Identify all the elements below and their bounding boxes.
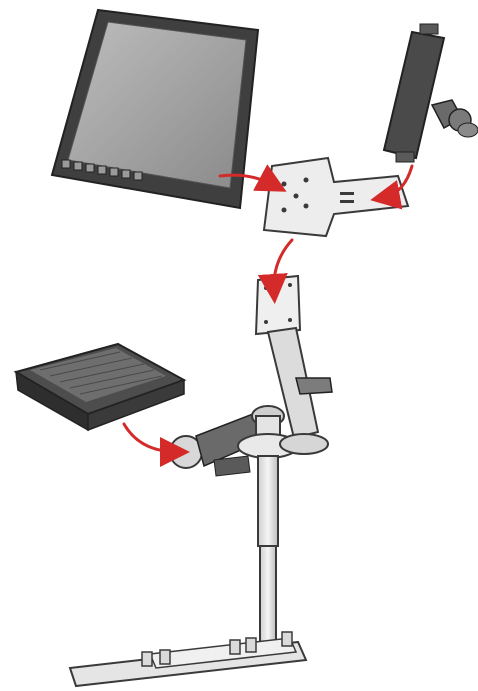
pole	[258, 456, 278, 646]
small-mount-plate	[256, 276, 300, 334]
phone-cradle	[384, 24, 478, 162]
keyboard	[16, 344, 184, 430]
base-rail	[70, 632, 306, 686]
tablet-monitor	[52, 10, 258, 208]
